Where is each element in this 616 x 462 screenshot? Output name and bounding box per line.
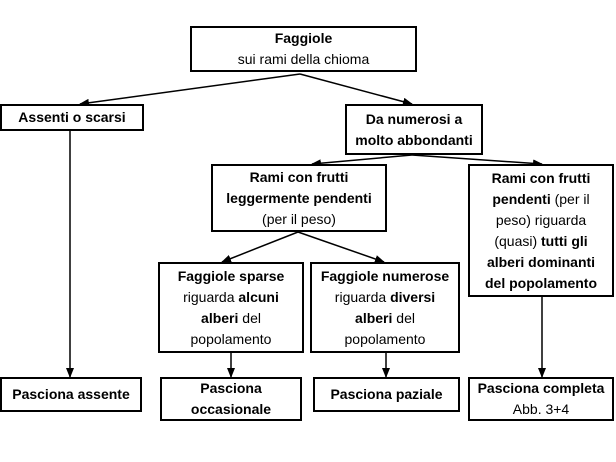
arrow-many-to-slight bbox=[311, 154, 413, 168]
node-slight-line2: leggermente pendenti bbox=[226, 189, 372, 206]
node-root: Faggiole sui rami della chioma bbox=[190, 26, 417, 72]
node-pendent-line1: Rami con frutti bbox=[491, 169, 591, 186]
arrow-root-to-many bbox=[299, 73, 413, 106]
node-pendent-line6: del popolamento bbox=[485, 274, 597, 291]
node-pendent-line4-bold: tutti gli bbox=[541, 232, 588, 249]
node-absent-label: Assenti o scarsi bbox=[18, 109, 126, 125]
node-pendent-line2: pendenti (per il bbox=[492, 189, 589, 210]
node-numerous-line3-rest: del bbox=[392, 309, 415, 326]
node-out-absent-label: Pasciona assente bbox=[12, 386, 130, 402]
node-numerous: Faggiole numerose riguarda diversi alber… bbox=[310, 262, 460, 353]
node-slight-line3: (per il peso) bbox=[262, 210, 336, 227]
node-absent: Assenti o scarsi bbox=[0, 104, 144, 131]
node-sparse-line4: popolamento bbox=[190, 330, 272, 347]
node-numerous-line3-bold: alberi bbox=[355, 309, 393, 326]
node-slight: Rami con frutti leggermente pendenti (pe… bbox=[211, 164, 387, 232]
arrow-root-to-absent bbox=[79, 73, 301, 107]
node-sparse-line3-bold: alberi bbox=[201, 309, 239, 326]
node-many-line2: molto abbondanti bbox=[355, 131, 473, 148]
node-sparse-line2-bold: alcuni bbox=[238, 288, 279, 305]
node-out-complete-line1: Pasciona completa bbox=[477, 380, 605, 396]
node-numerous-line2-bold: diversi bbox=[390, 288, 436, 305]
node-numerous-line2-pre: riguarda bbox=[334, 288, 391, 305]
node-out-occasional: Pasciona occasionale bbox=[160, 377, 302, 421]
node-slight-line1: Rami con frutti bbox=[249, 168, 349, 185]
node-pendent-line3: peso) riguarda bbox=[495, 211, 587, 228]
node-pendent-line5: alberi dominanti bbox=[486, 253, 596, 270]
node-out-complete: Pasciona completa Abb. 3+4 bbox=[468, 377, 614, 421]
node-numerous-line2: riguarda diversi bbox=[335, 287, 435, 308]
node-numerous-line4: popolamento bbox=[344, 330, 426, 347]
arrow-slight-to-numerous bbox=[297, 231, 385, 263]
node-numerous-line1: Faggiole numerose bbox=[320, 267, 450, 284]
node-pendent-line2-bold: pendenti bbox=[492, 190, 551, 207]
node-many-line1: Da numerosi a bbox=[365, 110, 463, 127]
node-sparse-line1: Faggiole sparse bbox=[177, 267, 285, 284]
arrow-many-to-pendent bbox=[411, 154, 543, 168]
node-sparse-line3: alberi del bbox=[201, 308, 261, 329]
node-out-partial: Pasciona paziale bbox=[313, 377, 460, 412]
node-out-complete-line2: Abb. 3+4 bbox=[512, 401, 570, 417]
node-numerous-line3: alberi del bbox=[355, 308, 415, 329]
node-out-occasional-line1: Pasciona bbox=[200, 380, 262, 396]
node-many: Da numerosi a molto abbondanti bbox=[345, 104, 483, 155]
node-sparse-line2: riguarda alcuni bbox=[183, 287, 279, 308]
node-pendent: Rami con frutti pendenti (per il peso) r… bbox=[468, 164, 614, 297]
node-out-partial-label: Pasciona paziale bbox=[330, 386, 443, 402]
node-out-absent: Pasciona assente bbox=[0, 377, 142, 412]
node-sparse: Faggiole sparse riguarda alcuni alberi d… bbox=[158, 262, 304, 353]
node-sparse-line3-rest: del bbox=[238, 309, 261, 326]
node-pendent-line4-pre: (quasi) bbox=[494, 232, 542, 249]
node-pendent-line4: (quasi) tutti gli bbox=[494, 231, 587, 252]
node-root-title: Faggiole bbox=[274, 30, 333, 46]
arrow-slight-to-sparse bbox=[221, 231, 299, 263]
node-sparse-line2-pre: riguarda bbox=[183, 288, 239, 305]
node-out-occasional-line2: occasionale bbox=[190, 401, 272, 417]
node-pendent-line2-rest: (per il bbox=[550, 190, 590, 207]
node-root-subtitle: sui rami della chioma bbox=[237, 51, 370, 67]
